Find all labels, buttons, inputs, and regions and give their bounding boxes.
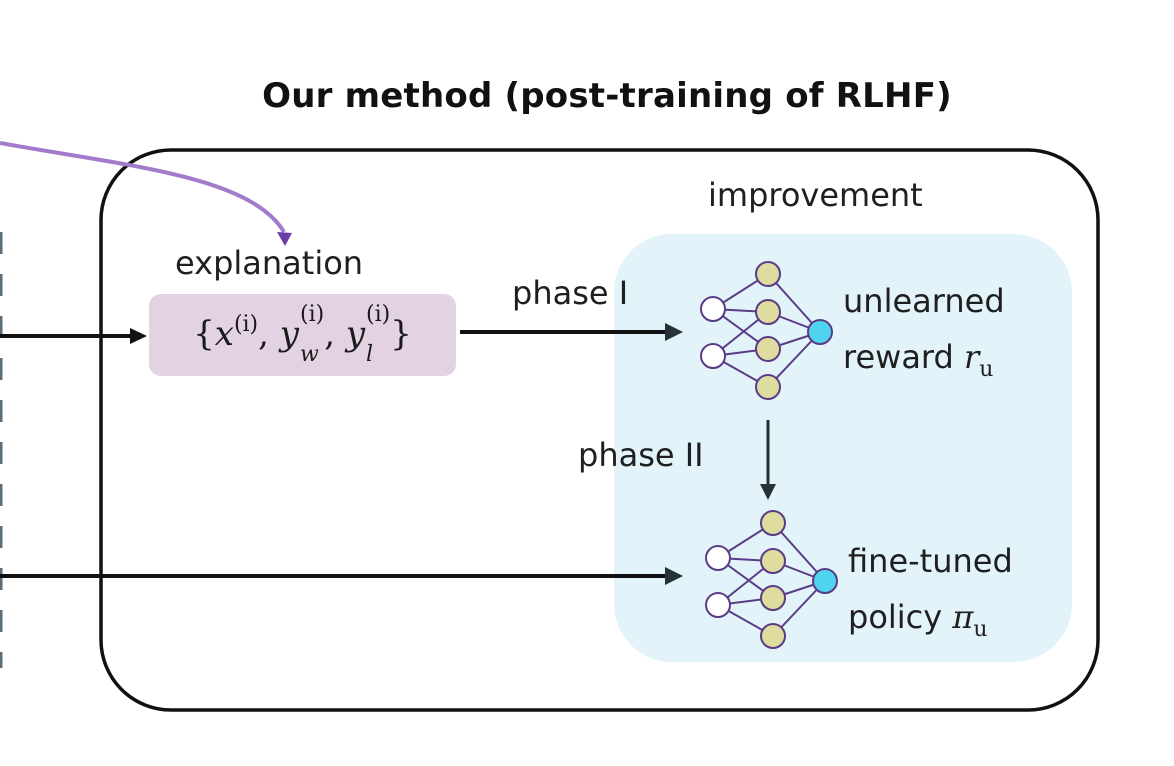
phase2-label: phase II xyxy=(578,436,704,474)
hidden-node xyxy=(755,336,781,362)
output-node xyxy=(812,568,838,594)
phase1-arrowhead-icon xyxy=(665,323,683,341)
input-node xyxy=(700,343,726,369)
hidden-node xyxy=(755,374,781,400)
formula-close-brace: } xyxy=(390,314,412,354)
reward-network-icon xyxy=(700,261,833,400)
hidden-node xyxy=(760,548,786,574)
explanation-formula-box: {x(i), y(i)w, y(i)l} xyxy=(149,294,456,376)
explanation-formula: {x(i), y(i)w, y(i)l} xyxy=(193,304,412,366)
input-node xyxy=(705,545,731,571)
output-node xyxy=(807,319,833,345)
policy-label-line2: policy πu xyxy=(848,598,988,642)
formula-yl: y xyxy=(345,314,366,354)
policy-network-icon xyxy=(705,510,838,649)
hidden-node xyxy=(760,623,786,649)
policy-input-arrowhead-icon xyxy=(665,567,683,585)
reward-subscript: u xyxy=(979,357,994,382)
hidden-node xyxy=(755,299,781,325)
hidden-node xyxy=(760,510,786,536)
input-node xyxy=(700,296,726,322)
improvement-label: improvement xyxy=(708,176,923,214)
formula-yw: y xyxy=(279,314,299,354)
phase1-label: phase I xyxy=(512,274,629,312)
policy-subscript: u xyxy=(973,617,988,642)
reward-label-line1: unlearned xyxy=(843,282,1005,320)
reward-symbol: r xyxy=(964,338,980,376)
figure-title: Our method (post-training of RLHF) xyxy=(262,76,952,116)
formula-yw-subscript: w xyxy=(299,342,319,367)
formula-open-brace: { xyxy=(193,314,215,354)
purple-curved-arrow xyxy=(0,141,286,234)
purple-arrowhead-icon xyxy=(277,232,292,246)
formula-yl-superscript: (i) xyxy=(366,302,391,327)
method-box xyxy=(99,148,1100,712)
reward-label-line2: reward ru xyxy=(843,338,993,382)
input-node xyxy=(705,592,731,618)
hidden-node xyxy=(760,585,786,611)
policy-word: policy xyxy=(848,598,943,636)
policy-label-line1: fine-tuned xyxy=(848,542,1013,580)
explanation-label: explanation xyxy=(175,244,364,282)
formula-yw-superscript: (i) xyxy=(299,302,325,327)
input-arrowhead-icon xyxy=(130,328,147,344)
formula-x: x xyxy=(214,314,234,354)
formula-comma: , xyxy=(324,314,335,354)
formula-x-superscript: (i) xyxy=(233,312,259,337)
policy-symbol: π xyxy=(952,598,974,636)
formula-comma: , xyxy=(258,314,269,354)
reward-word: reward xyxy=(843,338,954,376)
hidden-node xyxy=(755,261,781,287)
phase2-arrowhead-icon xyxy=(760,484,776,500)
formula-yl-subscript: l xyxy=(366,342,374,367)
